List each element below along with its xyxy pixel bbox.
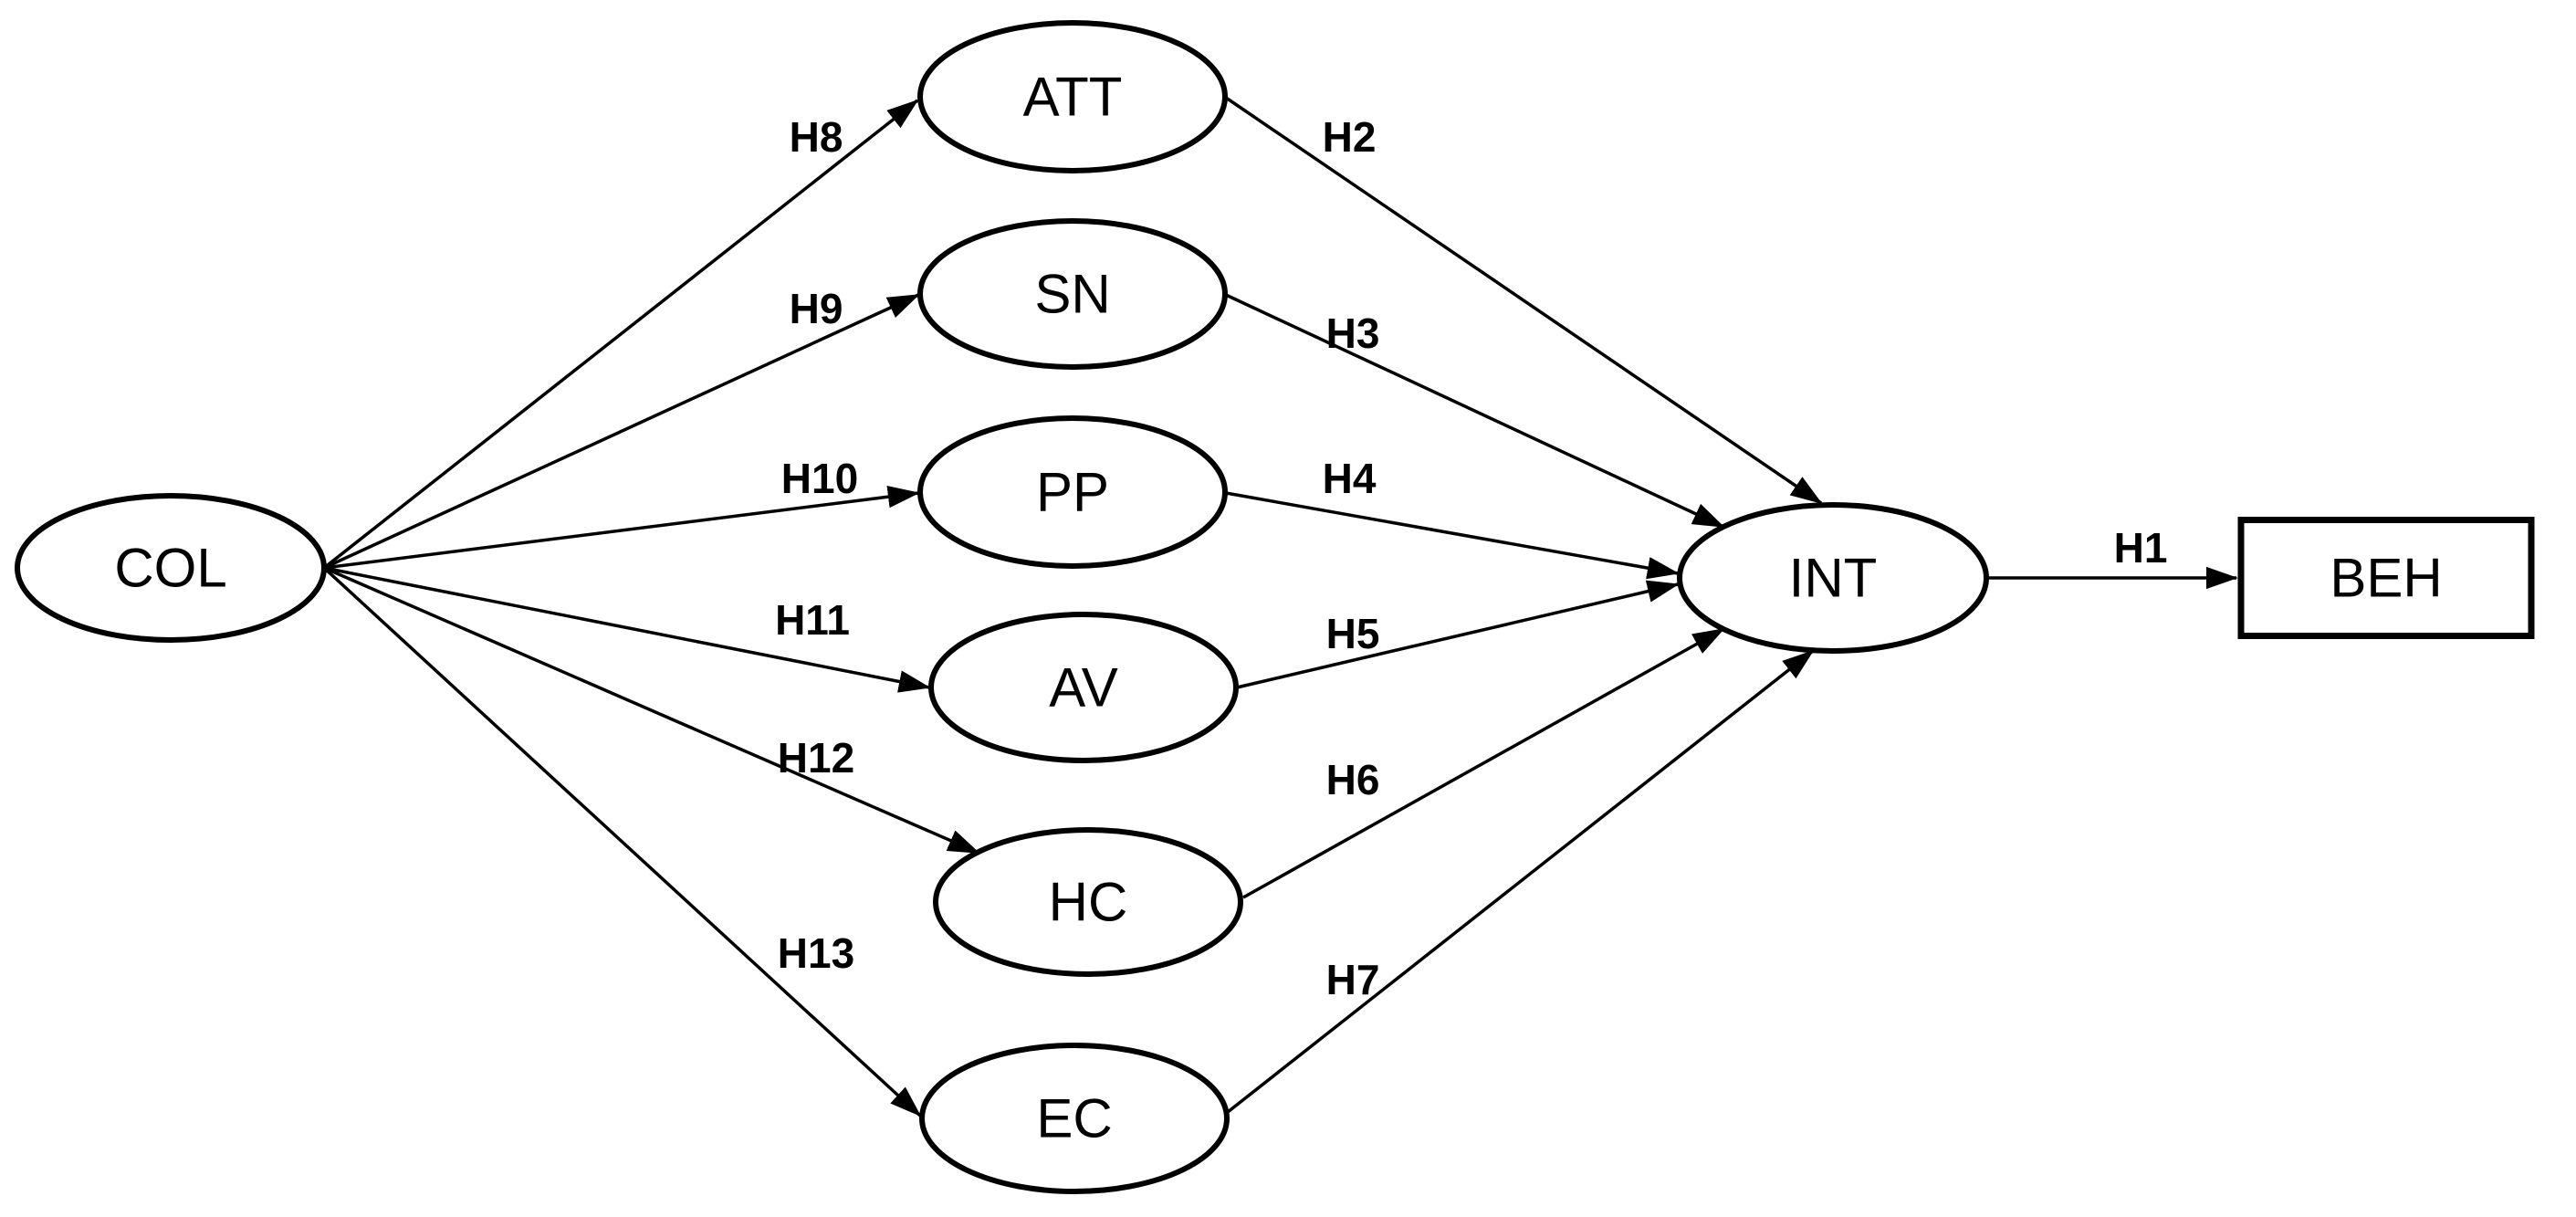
node-ellipse-pp [917,415,1228,569]
edge-line-h9 [323,293,920,570]
node-label-av: AV [1049,657,1118,719]
node-ellipse-col [15,493,327,643]
edge-av-int: H5 [1236,580,1680,689]
node-ellipse-av [928,612,1239,763]
edge-label-h6: H6 [1326,756,1380,803]
edge-line-h6 [1242,627,1725,899]
edge-label-h12: H12 [778,734,854,782]
edge-label-h10: H10 [781,455,858,502]
node-rect-beh [2237,517,2535,639]
node-av: AV [928,612,1239,763]
node-label-ec: EC [1036,1088,1112,1149]
edge-label-h11: H11 [775,596,850,644]
node-label-hc: HC [1049,872,1128,933]
edge-col-att: H8 [322,99,919,570]
node-col: COL [15,493,327,643]
edge-ec-int: H7 [1226,649,1815,1114]
edge-line-h8 [322,99,919,570]
edge-label-h1: H1 [2114,524,2168,572]
edge-line-h2 [1225,96,1823,505]
edge-line-h10 [323,486,920,570]
node-label-sn: SN [1034,264,1110,325]
edge-line-h4 [1225,491,1680,580]
edge-label-h5: H5 [1326,610,1380,657]
edge-label-h2: H2 [1323,113,1377,161]
edge-col-ec: H13 [322,566,922,1117]
edge-pp-int: H4 [1225,455,1680,580]
edge-label-h7: H7 [1326,956,1380,1003]
edge-line-h3 [1225,293,1725,529]
edge-line-h11 [323,566,931,693]
node-att: ATT [917,20,1228,173]
node-sn: SN [917,218,1228,370]
edge-line-h7 [1226,649,1815,1114]
edge-col-sn: H9 [323,285,920,570]
edge-label-h4: H4 [1323,455,1377,502]
node-label-pp: PP [1036,462,1109,523]
node-ellipse-hc [933,827,1243,977]
node-ellipse-int [1677,502,1989,654]
edge-label-h8: H8 [790,113,843,161]
node-label-att: ATT [1023,67,1123,128]
edge-line-h12 [323,566,980,855]
edge-line-h13 [322,566,922,1117]
edge-col-hc: H12 [323,566,980,855]
edge-hc-int: H6 [1242,627,1725,899]
node-label-int: INT [1789,548,1878,609]
node-label-col: COL [114,538,226,599]
node-ellipse-sn [917,218,1228,370]
node-ec: EC [919,1043,1230,1194]
edge-label-h3: H3 [1326,309,1380,357]
node-beh: BEH [2237,517,2535,639]
node-ellipse-att [917,20,1228,173]
edge-label-h9: H9 [790,285,843,332]
node-int: INT [1677,502,1989,654]
edge-line-h5 [1236,580,1680,689]
node-hc: HC [933,827,1243,977]
edge-col-pp: H10 [323,455,920,570]
node-ellipse-ec [919,1043,1230,1194]
node-label-beh: BEH [2330,548,2442,609]
edge-int-beh: H1 [1986,524,2238,590]
edge-att-int: H2 [1225,96,1823,505]
edge-sn-int: H3 [1225,293,1725,529]
node-pp: PP [917,415,1228,569]
edge-col-av: H11 [323,566,931,693]
edge-label-h13: H13 [778,929,854,977]
